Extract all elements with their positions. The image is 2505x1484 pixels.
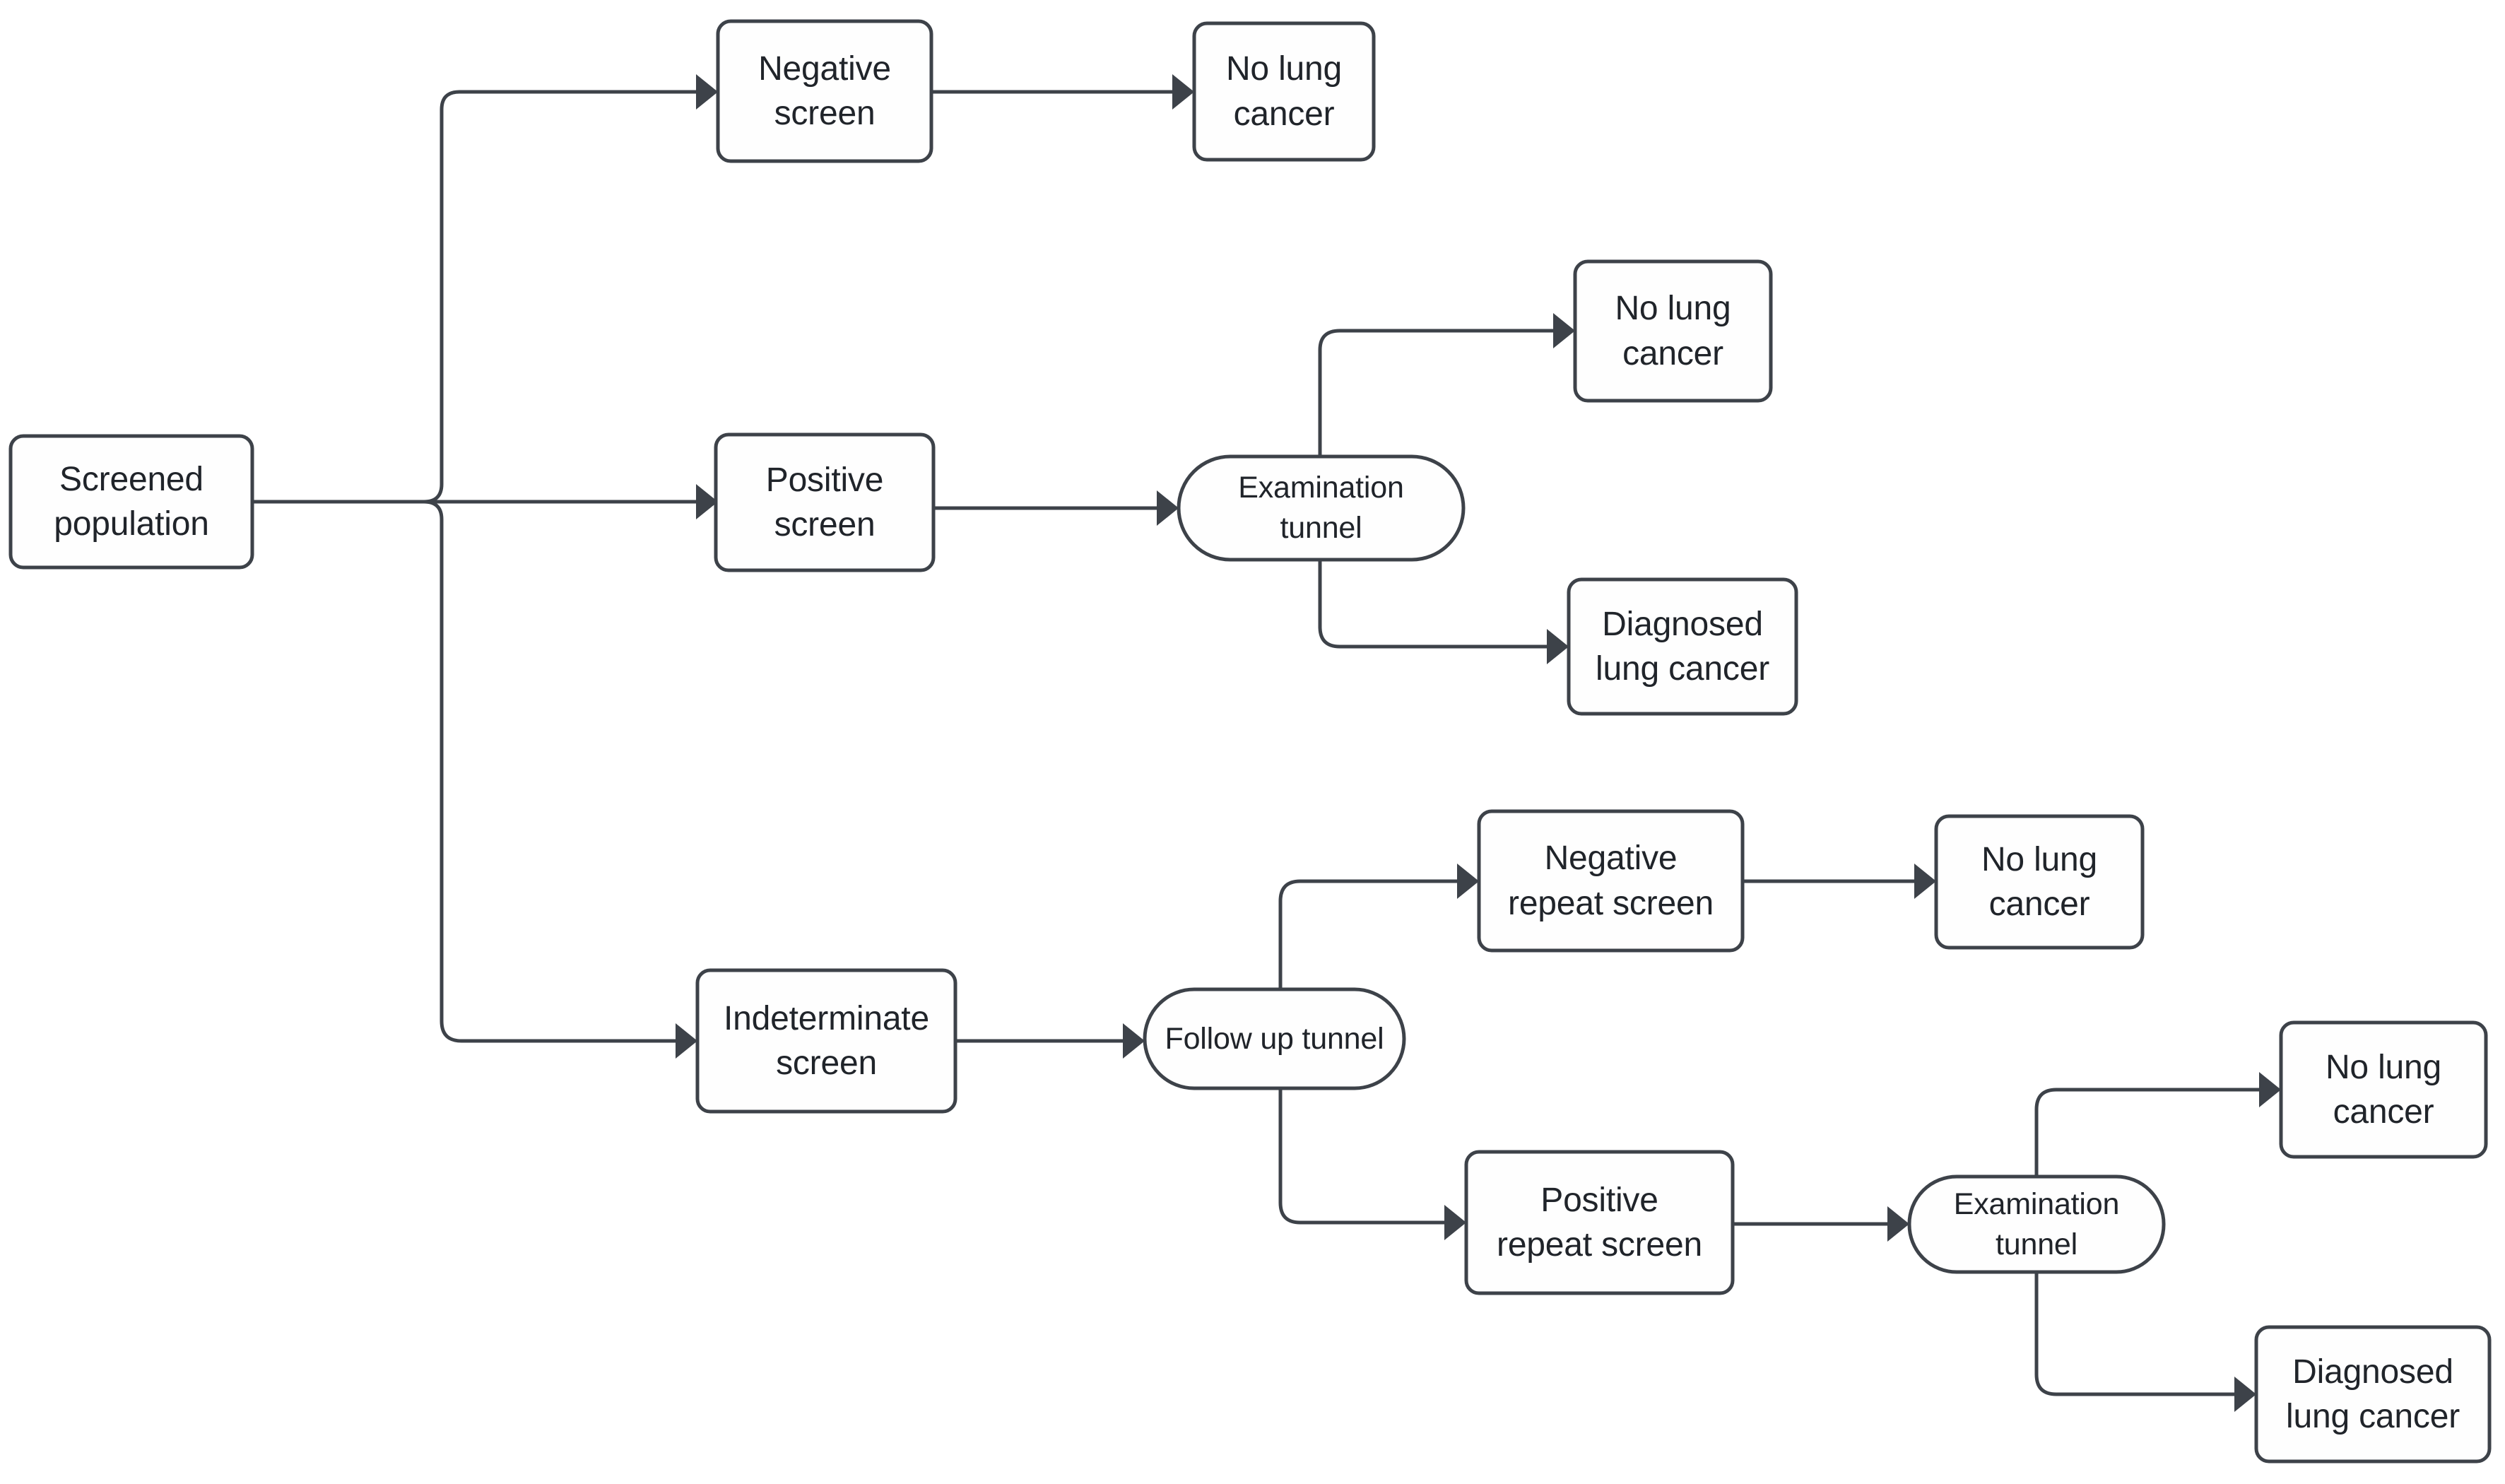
node-diagnosed-lung-cancer-1-shape[interactable]	[1567, 577, 1798, 716]
edge-positive-to-exam1	[933, 490, 1179, 526]
node-positive-screen-shape[interactable]	[714, 432, 936, 572]
edge-followup-to-posrepeat	[1278, 1088, 1466, 1240]
node-no-lung-cancer-1-shape[interactable]	[1192, 21, 1376, 162]
node-indeterminate-screen-shape[interactable]	[695, 968, 957, 1114]
node-negative-repeat-screen-shape[interactable]	[1477, 809, 1745, 953]
edge-screened-to-indeterminate	[252, 500, 697, 1059]
edge-indeterminate-to-followup	[955, 1023, 1145, 1059]
edge-negrepeat-to-nolc3	[1743, 864, 1936, 899]
node-examination-tunnel-2-shape[interactable]	[1907, 1174, 2166, 1274]
edge-exam2-to-dlc2	[2034, 1272, 2256, 1412]
edge-followup-to-negrepeat	[1278, 864, 1479, 989]
edge-negative-to-nolc1	[931, 74, 1194, 110]
edge-exam1-to-nolc2	[1318, 313, 1575, 457]
edge-screened-to-negative	[252, 74, 718, 504]
node-examination-tunnel-1-shape[interactable]	[1177, 454, 1466, 562]
node-follow-up-tunnel-shape[interactable]	[1143, 987, 1406, 1090]
node-shape-layer	[8, 19, 2492, 1464]
edge-exam2-to-nolc4	[2034, 1072, 2281, 1177]
node-no-lung-cancer-2-shape[interactable]	[1573, 259, 1773, 403]
node-no-lung-cancer-3-shape[interactable]	[1934, 814, 2145, 950]
edge-exam1-to-dlc1	[1318, 560, 1569, 664]
node-negative-screen-shape[interactable]	[716, 19, 933, 163]
edge-layer	[252, 74, 2281, 1412]
node-no-lung-cancer-4-shape[interactable]	[2279, 1020, 2488, 1159]
node-screened-population-shape[interactable]	[8, 434, 254, 570]
node-positive-repeat-screen-shape[interactable]	[1464, 1150, 1735, 1295]
edge-posrepeat-to-exam2	[1733, 1206, 1909, 1242]
node-diagnosed-lung-cancer-2-shape[interactable]	[2254, 1325, 2492, 1464]
